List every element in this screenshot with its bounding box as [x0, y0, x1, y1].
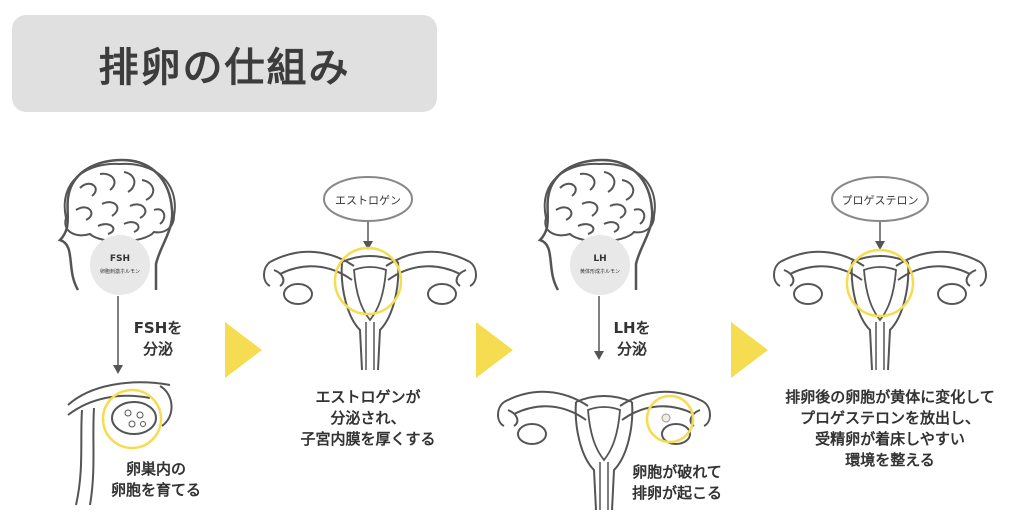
page-title: 排卵の仕組み	[98, 44, 351, 91]
caption-1-line2: 卵胞を育てる	[110, 481, 201, 499]
hormone-sub-fsh: 卵胞刺激ホルモン	[99, 269, 140, 275]
bubble-arrow-head-4	[875, 241, 885, 250]
caption-step-1: 卵巣内の 卵胞を育てる	[96, 459, 216, 501]
caption-4-line1: 排卵後の卵胞が黄体に変化して	[785, 388, 995, 406]
bubble-text-estrogen: エストロゲン	[335, 194, 401, 207]
arrow-text-1-line1: FSHを	[133, 319, 183, 337]
hormone-label-lh: LH	[593, 254, 607, 264]
step-arrow-1	[225, 322, 262, 378]
caption-step-4: 排卵後の卵胞が黄体に変化して プロゲステロンを放出し、 受精卵が着床しやすい 環…	[765, 387, 1015, 471]
caption-step-2: エストロゲンが 分泌され、 子宮内膜を厚くする	[280, 387, 456, 450]
bubble-progesterone	[831, 176, 929, 222]
arrow-head-1	[113, 365, 123, 374]
highlight-circle-2	[333, 246, 403, 316]
caption-4-line2: プロゲステロンを放出し、	[799, 409, 980, 427]
hormone-badge-fsh	[90, 235, 150, 295]
highlight-circle-1	[101, 388, 163, 450]
ovary-illustration	[67, 381, 173, 506]
step-arrow-2	[476, 322, 513, 378]
caption-2-line3: 子宮内膜を厚くする	[300, 430, 436, 448]
highlight-circle-3	[645, 394, 695, 444]
hormone-badge-lh	[570, 235, 630, 295]
uterus-illustration-2	[263, 250, 477, 371]
arrow-text-3: LHを 分泌	[600, 318, 664, 360]
hormone-sub-lh: 黄体形成ホルモン	[579, 269, 620, 275]
arrow-text-3-line1: LHを	[613, 319, 651, 337]
uterus-illustration-3	[497, 390, 711, 511]
uterus-illustration-4	[773, 250, 987, 371]
title-box: 排卵の仕組み	[12, 15, 437, 112]
head-profile-3	[537, 158, 656, 291]
step-arrow-3	[731, 322, 768, 378]
arrow-head-3	[594, 351, 604, 360]
caption-3-line1: 卵胞が破れて	[632, 463, 722, 481]
caption-1-line1: 卵巣内の	[125, 460, 186, 478]
bubble-arrow-head-2	[363, 241, 373, 250]
caption-2-line2: 分泌され、	[330, 409, 406, 427]
caption-4-line4: 環境を整える	[845, 451, 935, 469]
caption-2-line1: エストロゲンが	[315, 388, 421, 406]
caption-3-line2: 排卵が起こる	[631, 484, 722, 502]
caption-step-3: 卵胞が破れて 排卵が起こる	[622, 462, 732, 504]
arrow-text-3-line2: 分泌	[616, 340, 647, 358]
arrow-text-1-line2: 分泌	[142, 340, 173, 358]
bubble-text-progesterone: プロゲステロン	[841, 194, 919, 207]
caption-4-line3: 受精卵が着床しやすい	[815, 430, 965, 448]
highlight-circle-4	[845, 248, 915, 318]
arrow-text-1: FSHを 分泌	[126, 318, 190, 360]
head-profile-1	[57, 158, 176, 291]
bubble-estrogen	[323, 176, 413, 222]
hormone-label-fsh: FSH	[109, 254, 131, 264]
